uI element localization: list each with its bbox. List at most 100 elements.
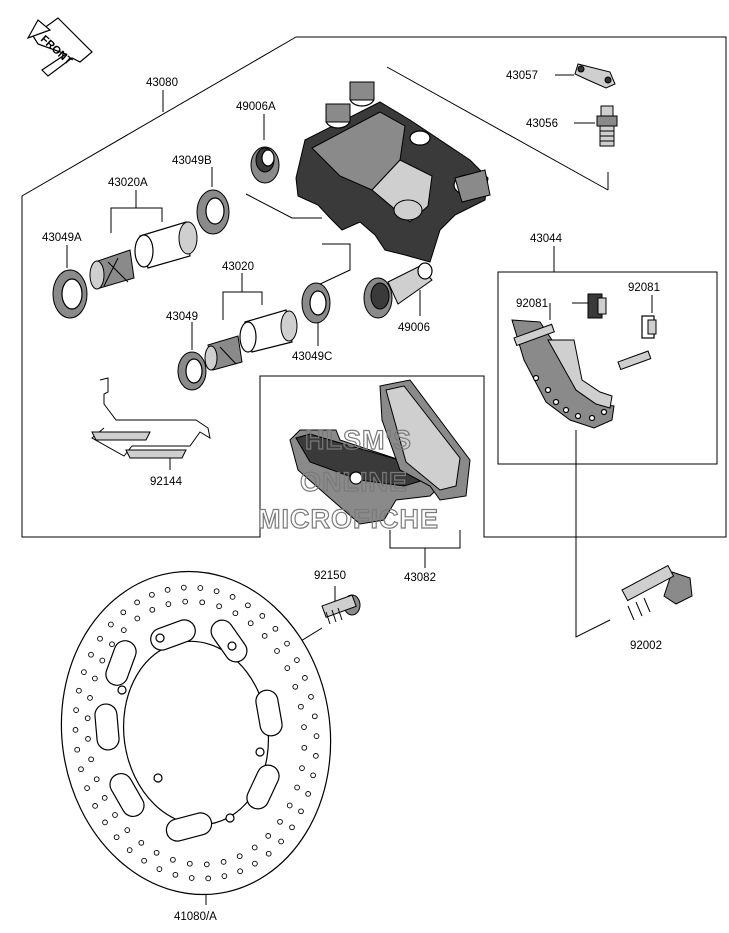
label-caliper-assembly[interactable]: 43080: [146, 77, 178, 89]
label-piston-a[interactable]: 43020A: [108, 177, 148, 189]
disc-drill-hole: [298, 703, 304, 710]
piston: [204, 309, 298, 371]
label-brake-disc[interactable]: 41080/A: [174, 911, 217, 923]
disc-drill-hole: [120, 609, 127, 616]
disc-drill-hole: [220, 859, 227, 865]
disc-drill-hole: [221, 873, 228, 879]
disc-drill-hole: [126, 847, 133, 853]
disc-drill-hole: [134, 599, 140, 606]
disc-drill-hole: [88, 756, 94, 763]
watermark-line-3: MICROFICHE: [258, 504, 439, 534]
label-rubber-left[interactable]: 92081: [516, 298, 548, 310]
disc-drill-hole: [99, 657, 106, 664]
brake-disc-drill-holes: [72, 584, 320, 882]
dust-boot-a: [250, 146, 280, 184]
disc-drill-hole: [102, 819, 108, 826]
label-bleeder-valve[interactable]: 43056: [526, 118, 558, 130]
disc-drill-hole: [313, 753, 319, 759]
disc-drill-hole: [76, 687, 82, 694]
disc-drill-hole: [251, 844, 258, 851]
label-bracket-assembly[interactable]: 43044: [530, 233, 563, 245]
disc-drill-hole: [292, 683, 299, 690]
bracket-rubber-right: [641, 315, 657, 339]
label-piston[interactable]: 43020: [222, 261, 254, 273]
label-mount-bolt[interactable]: 92002: [630, 640, 662, 652]
disc-drill-hole: [294, 657, 300, 663]
anti-rattle-spring: [91, 377, 211, 459]
disc-drill-hole: [124, 827, 131, 833]
disc-drill-hole: [308, 693, 314, 700]
disc-drill-hole: [305, 791, 311, 797]
mounting-bolt: [621, 564, 693, 621]
label-seal-c[interactable]: 43049C: [292, 351, 332, 363]
disc-drill-hole: [313, 733, 320, 739]
disc-drill-hole: [172, 871, 179, 878]
label-rubber-right[interactable]: 92081: [628, 282, 660, 294]
disc-drill-hole: [85, 736, 91, 742]
caliper-bracket: [511, 319, 652, 429]
disc-drill-hole: [109, 641, 115, 648]
disc-drill-hole: [265, 833, 272, 839]
disc-drill-hole: [302, 675, 308, 681]
disc-drill-hole: [92, 675, 98, 682]
disc-drill-hole: [88, 651, 94, 658]
bracket-rubber-left: [587, 293, 607, 319]
disc-drill-hole: [87, 695, 93, 701]
disc-drill-hole: [81, 669, 87, 675]
label-rotor-bolt[interactable]: 92150: [314, 570, 346, 582]
disc-drill-hole: [229, 594, 236, 600]
disc-drill-hole: [236, 853, 243, 860]
dust-boot: [363, 262, 433, 319]
bleeder-cap: [574, 63, 616, 89]
disc-drill-hole: [216, 603, 222, 610]
disc-drill-hole: [301, 744, 308, 751]
disc-drill-hole: [252, 860, 258, 867]
disc-drill-hole: [108, 621, 114, 628]
rotor-bolt: [321, 594, 361, 625]
disc-drill-hole: [310, 772, 316, 779]
watermark-line-1: HLSM'S: [305, 425, 412, 455]
caliper-body: [295, 81, 491, 263]
disc-drill-hole: [284, 665, 291, 671]
disc-drill-hole: [301, 724, 307, 730]
label-bleeder-cap[interactable]: 43057: [506, 70, 538, 82]
disc-drill-hole: [149, 606, 156, 613]
label-seal-a[interactable]: 43049A: [42, 232, 82, 244]
label-dust-boot-a[interactable]: 49006A: [236, 101, 276, 113]
disc-drill-hole: [272, 625, 279, 632]
disc-drill-hole: [232, 610, 239, 617]
disc-drill-hole: [164, 587, 171, 593]
disc-drill-hole: [186, 860, 193, 867]
disc-drill-hole: [72, 727, 79, 733]
seal-c: [301, 282, 331, 324]
disc-drill-hole: [93, 776, 100, 783]
disc-drill-hole: [259, 613, 266, 619]
disc-drill-hole: [156, 866, 163, 872]
watermark: HLSM'S ONLINE MICROFICHE: [257, 424, 439, 534]
label-pad-assembly[interactable]: 43082: [404, 572, 436, 584]
disc-drill-hole: [247, 620, 254, 627]
disc-drill-hole: [298, 808, 304, 815]
disc-drill-hole: [138, 839, 145, 846]
bleeder-valve: [596, 105, 618, 147]
disc-drill-hole: [203, 861, 210, 868]
disc-drill-hole: [165, 601, 172, 607]
disc-drill-hole: [112, 812, 118, 818]
label-dust-boot[interactable]: 49006: [398, 322, 430, 334]
disc-drill-hole: [73, 707, 79, 713]
piston-a: [89, 221, 198, 290]
seal: [177, 351, 207, 391]
disc-drill-hole: [199, 599, 206, 606]
disc-drill-hole: [311, 713, 318, 720]
label-spring[interactable]: 92144: [150, 476, 183, 488]
disc-drill-hole: [113, 834, 120, 841]
disc-drill-hole: [120, 627, 127, 633]
label-seal[interactable]: 43049: [166, 311, 198, 323]
disc-drill-hole: [170, 856, 176, 863]
label-seal-b[interactable]: 43049B: [172, 155, 212, 167]
disc-drill-hole: [278, 838, 284, 845]
disc-drill-hole: [205, 875, 212, 882]
watermark-line-2: ONLINE: [300, 467, 408, 497]
disc-drill-hole: [180, 584, 187, 591]
